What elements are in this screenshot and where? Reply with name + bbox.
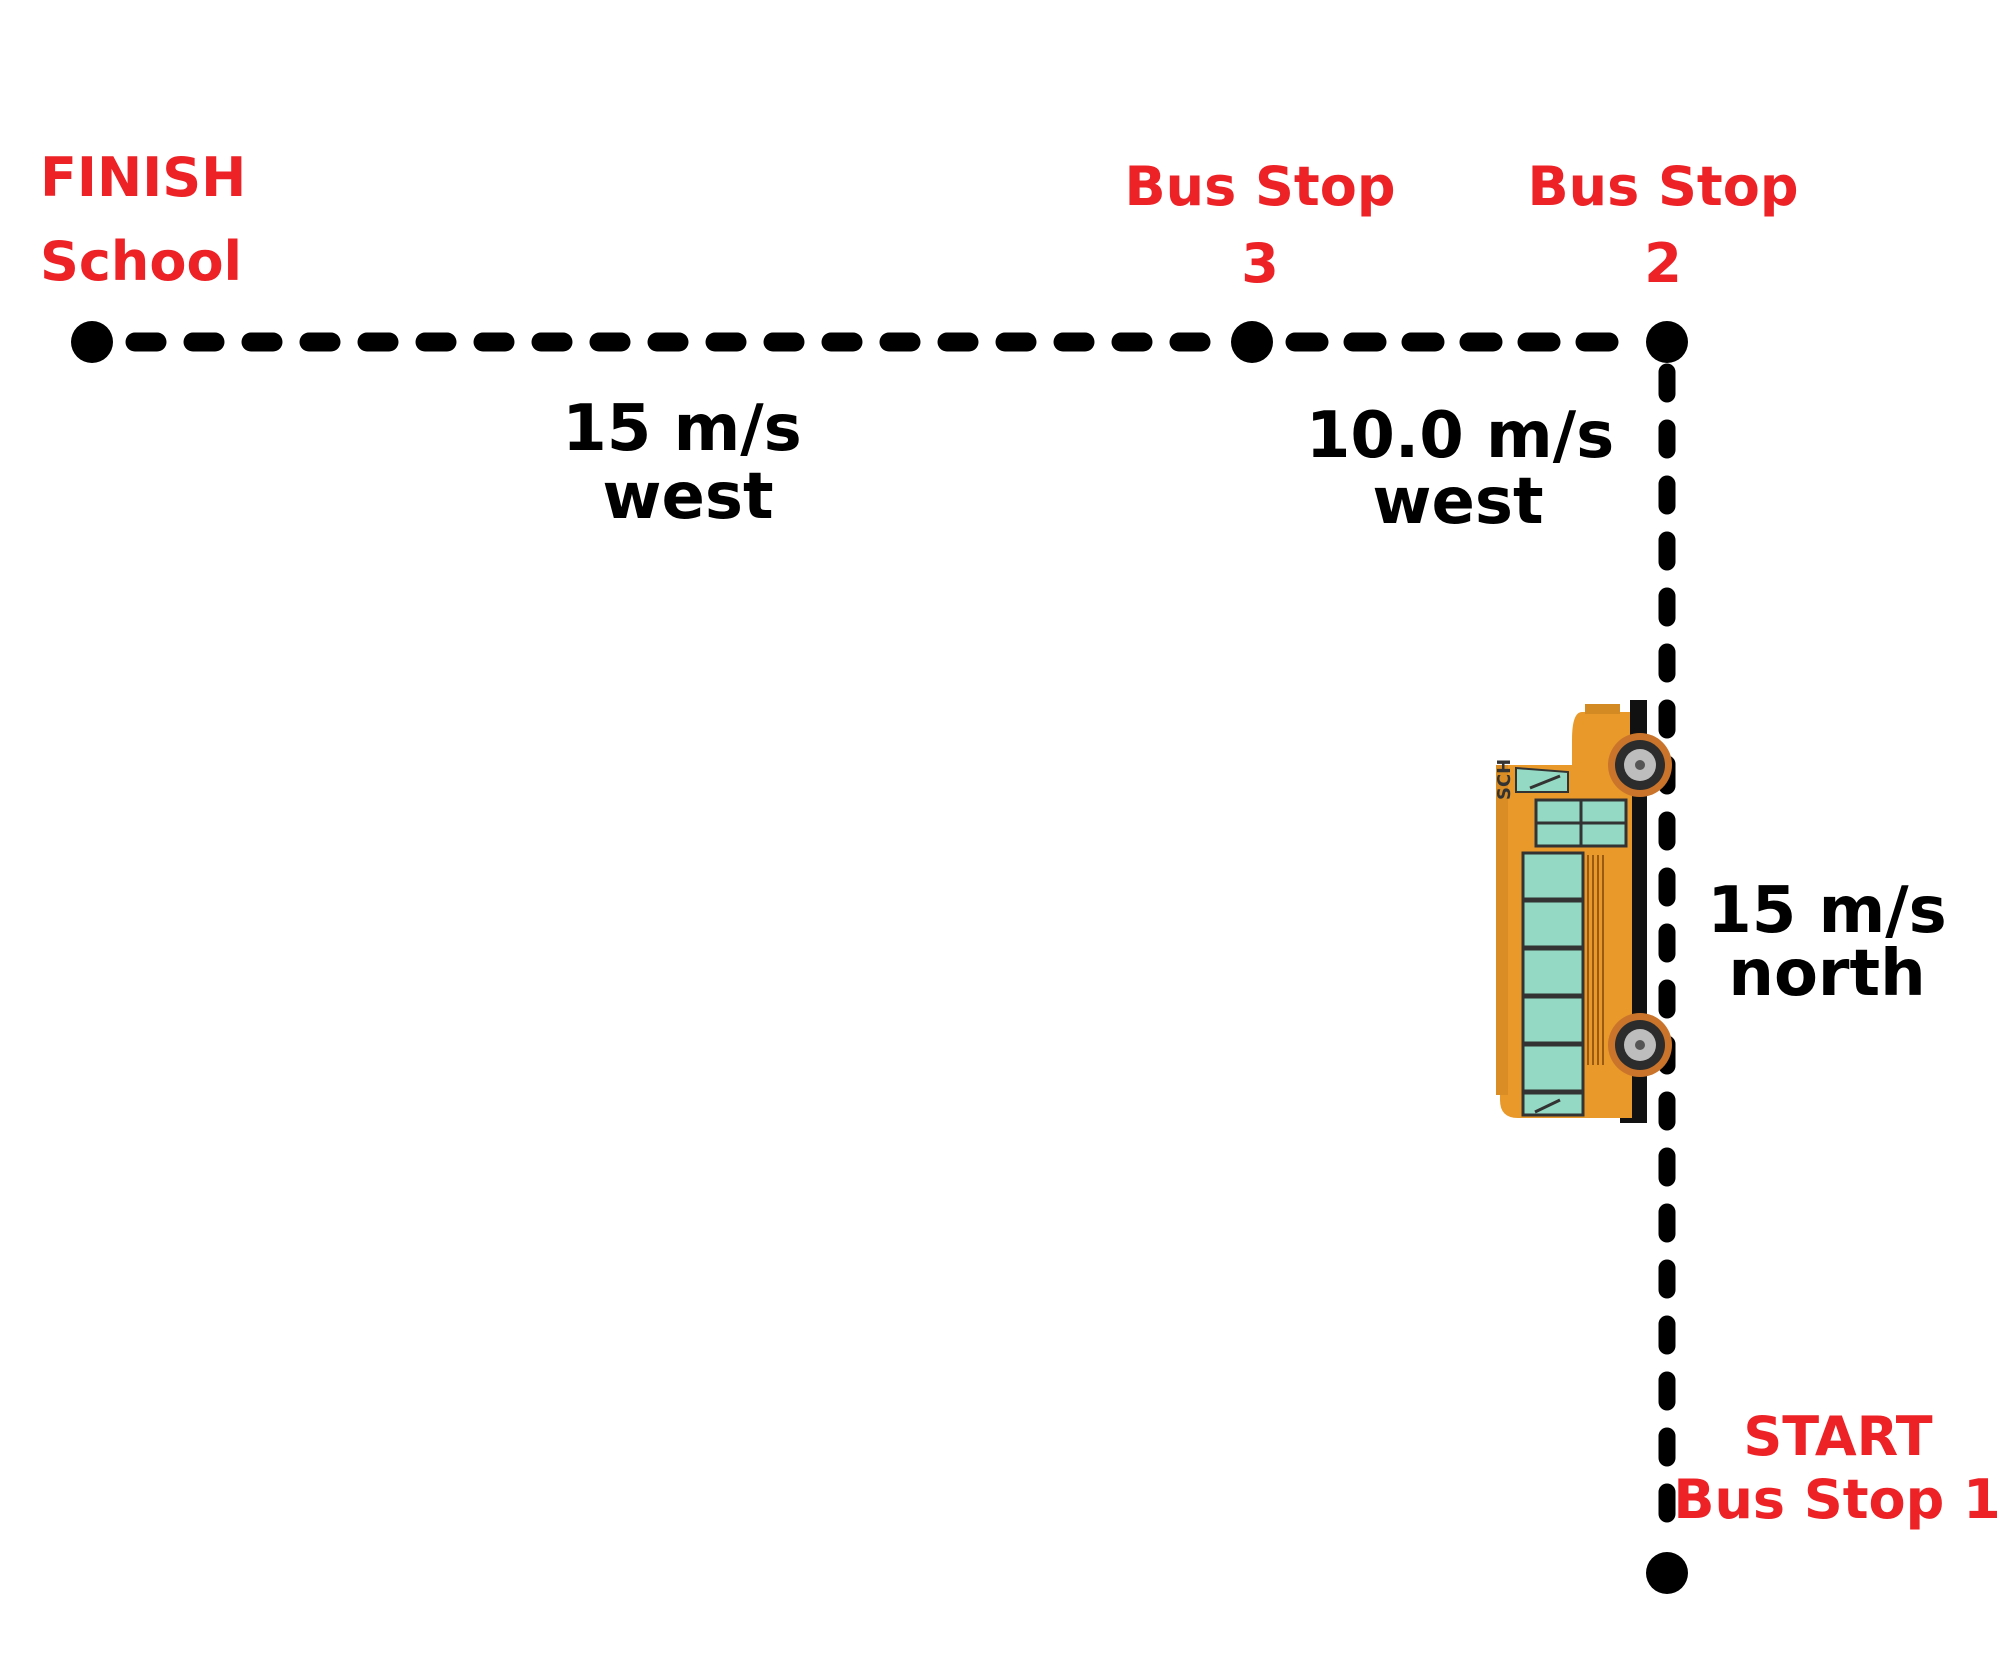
bus-stop-3-title: Bus Stop (1124, 155, 1395, 218)
bus-side-lettering: SCH (1494, 759, 1515, 800)
stop-marker-bus-stop-1 (1646, 1552, 1688, 1594)
segment-north-direction: north (1728, 937, 1925, 1011)
stop-marker-bus-stop-2 (1646, 321, 1688, 363)
segment-west-to-stop3-direction: west (1372, 465, 1543, 539)
finish-label: FINISH (40, 146, 246, 209)
bus-stop-1-label: Bus Stop 1 (1673, 1468, 2000, 1531)
bus-stop-3-number: 3 (1241, 232, 1279, 295)
bus-stop-2-number: 2 (1644, 232, 1682, 295)
bus-stop-2-title: Bus Stop (1527, 155, 1798, 218)
bus-front-wheel (1608, 733, 1672, 797)
start-label: START (1743, 1405, 1932, 1468)
segment-west-to-school-speed: 15 m/s (562, 392, 802, 466)
stop-marker-school (71, 321, 113, 363)
segment-west-to-stop3-speed: 10.0 m/s (1306, 399, 1614, 473)
segment-north-speed: 15 m/s (1707, 874, 1947, 948)
stop-marker-bus-stop-3 (1231, 321, 1273, 363)
school-bus-icon: SCH (1494, 700, 1672, 1123)
school-label: School (40, 230, 242, 293)
bus-rear-wheel (1608, 1013, 1672, 1077)
segment-west-to-school-direction: west (602, 460, 773, 534)
